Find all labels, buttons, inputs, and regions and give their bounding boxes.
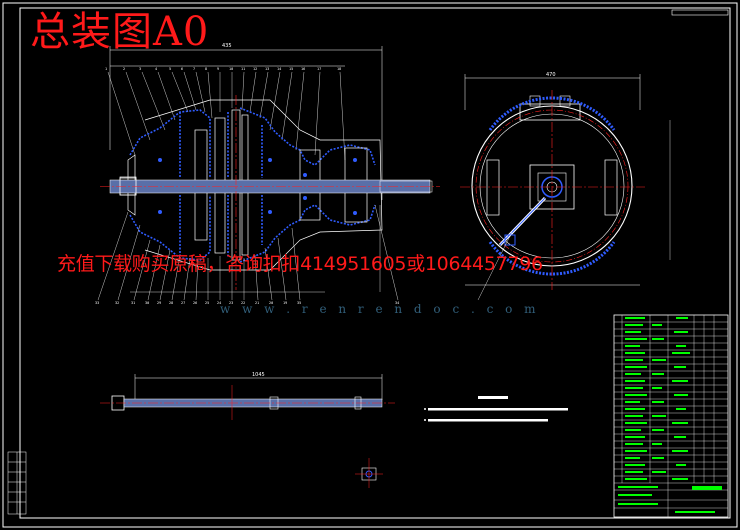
svg-text:7: 7: [193, 67, 195, 71]
svg-text:5: 5: [169, 67, 171, 71]
part-leaders-bottom: [97, 204, 399, 301]
binding-strip: [7, 451, 27, 515]
svg-text:470: 470: [546, 72, 556, 78]
svg-text:12: 12: [253, 67, 257, 71]
svg-text:31: 31: [131, 301, 135, 305]
svg-text:435: 435: [222, 43, 232, 49]
housing-hatch: [129, 107, 376, 263]
svg-text:8: 8: [205, 67, 207, 71]
svg-text:2: 2: [123, 67, 125, 71]
svg-text:23: 23: [229, 301, 233, 305]
svg-text:14: 14: [277, 67, 281, 71]
svg-text:24: 24: [217, 301, 221, 305]
svg-text:1045: 1045: [252, 372, 265, 378]
part-numbers-bottom: 33 32 31 30 29 28 27 26 25 24 23 22 21 20 19 35 34: [95, 301, 399, 305]
svg-text:15: 15: [289, 67, 293, 71]
end-view: 470: [460, 72, 671, 301]
svg-text:16: 16: [301, 67, 305, 71]
shaft-detail-view: 1045: [100, 372, 395, 420]
svg-text:11: 11: [241, 67, 245, 71]
svg-text:25: 25: [205, 301, 209, 305]
svg-text:10: 10: [229, 67, 233, 71]
svg-text:13: 13: [265, 67, 269, 71]
svg-text:17: 17: [317, 67, 321, 71]
svg-text:4: 4: [155, 67, 157, 71]
svg-text:30: 30: [145, 301, 149, 305]
svg-text:20: 20: [269, 301, 273, 305]
bearing-marks: [158, 158, 357, 215]
svg-text:28: 28: [169, 301, 173, 305]
watermark-url: w w w . r e n r e n d o c . c o m: [220, 302, 540, 316]
section-detail: [355, 458, 383, 488]
svg-text:9: 9: [217, 67, 219, 71]
svg-text:22: 22: [241, 301, 245, 305]
part-leaders-top: [107, 71, 346, 161]
svg-text:1: 1: [105, 67, 107, 71]
svg-text:18: 18: [337, 67, 341, 71]
svg-text:27: 27: [181, 301, 185, 305]
svg-text:32: 32: [115, 301, 119, 305]
title-block: [613, 314, 729, 518]
svg-text:19: 19: [283, 301, 287, 305]
svg-text:3: 3: [139, 67, 141, 71]
svg-text:33: 33: [95, 301, 99, 305]
svg-text:34: 34: [395, 301, 399, 305]
svg-text:35: 35: [297, 301, 301, 305]
svg-text:6: 6: [181, 67, 183, 71]
main-shaft: [109, 177, 433, 196]
technical-requirements: [424, 396, 568, 422]
svg-text:29: 29: [157, 301, 161, 305]
svg-text:21: 21: [255, 301, 259, 305]
svg-text:26: 26: [193, 301, 197, 305]
drawing-title: 总装图A0: [30, 9, 210, 55]
promo-banner-text: 充值下载购买原稿，咨询扣扣414951605或1064457796: [57, 253, 543, 275]
